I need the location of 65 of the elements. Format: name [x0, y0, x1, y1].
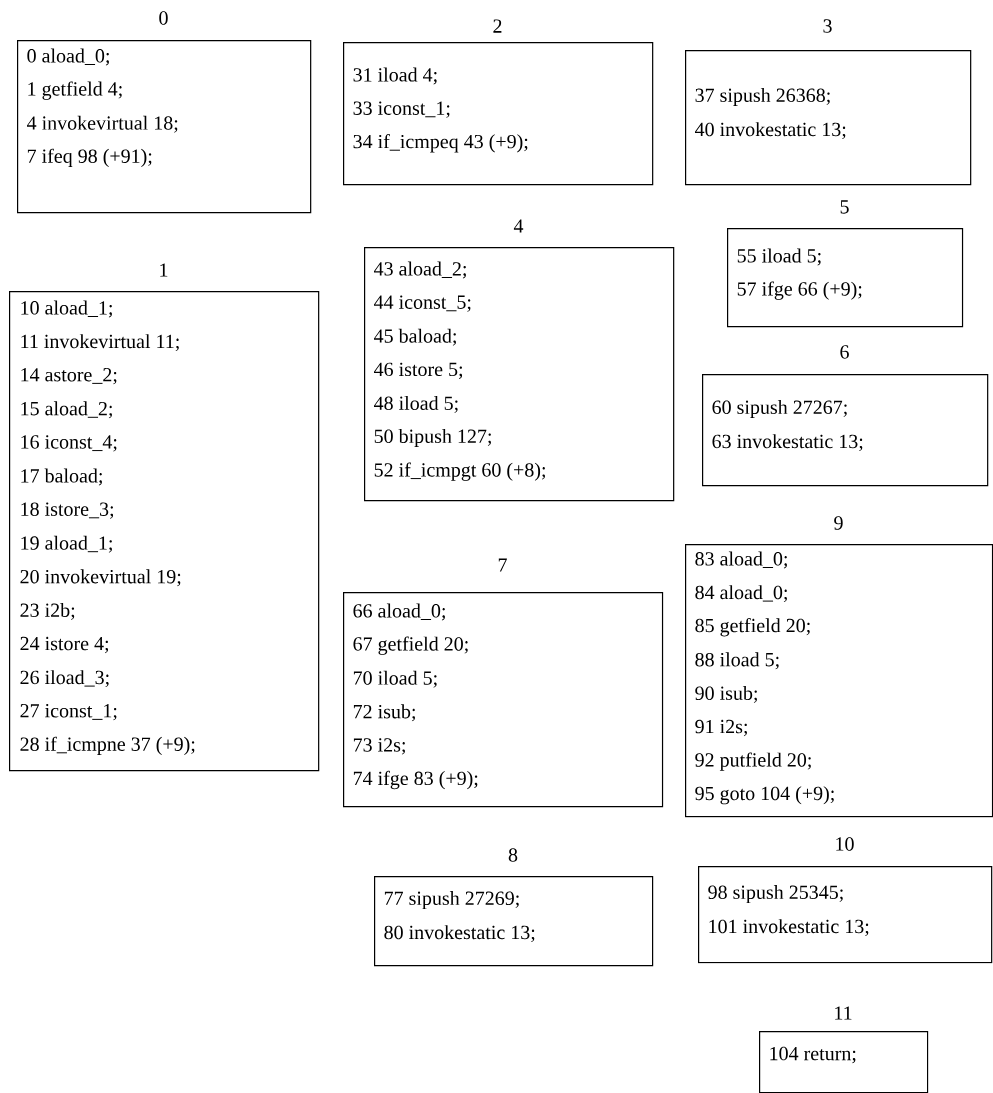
code-line: 24 istore 4;	[20, 636, 109, 654]
code-line: 16 iconst_4;	[21, 435, 117, 452]
code-line: 88 iload 5;	[695, 652, 779, 670]
code-line: 45 baload;	[374, 328, 456, 346]
code-line: 1 getfield 4;	[28, 81, 122, 100]
code-line: 77 sipush 27269;	[384, 890, 519, 910]
code-line: 44 iconst_5;	[374, 295, 471, 312]
code-line: 70 iload 5;	[353, 670, 437, 688]
block-number: 4	[513, 219, 524, 233]
code-line: 67 getfield 20;	[353, 636, 468, 655]
block-number: 9	[834, 516, 843, 530]
code-line: 33 iconst_1;	[353, 101, 450, 118]
block-number: 1	[160, 263, 168, 277]
code-line: 74 ifge 83 (+9);	[353, 770, 478, 790]
code-line: 14 astore_2;	[21, 368, 117, 385]
block-number: 7	[498, 558, 507, 572]
code-line: 60 sipush 27267;	[712, 399, 847, 419]
code-line: 92 putfield 20;	[695, 752, 811, 771]
code-line: 80 invokestatic 13;	[384, 925, 535, 943]
code-line: 34 if_icmpeq 43 (+9);	[353, 134, 528, 153]
block-number: 0	[159, 11, 168, 25]
code-line: 72 isub;	[353, 704, 415, 722]
code-line: 43 aload_2;	[374, 261, 466, 279]
block-number: 5	[840, 200, 849, 214]
code-line: 23 i2b;	[20, 602, 75, 620]
code-line: 50 bipush 127;	[374, 428, 491, 448]
code-line: 57 ifge 66 (+9);	[737, 281, 862, 300]
code-line: 63 invokestatic 13;	[712, 434, 863, 452]
code-line: 101 invokestatic 13;	[709, 919, 869, 937]
code-line: 15 aload_2;	[21, 401, 112, 419]
code-line: 37 sipush 26368;	[695, 87, 830, 107]
code-line: 27 iconst_1;	[20, 704, 117, 721]
code-line: 4 invokevirtual 18;	[27, 115, 178, 133]
block-number: 10	[836, 837, 854, 851]
code-line: 46 istore 5;	[374, 362, 463, 379]
code-line: 0 aload_0;	[27, 48, 109, 66]
block-number: 11	[835, 1006, 852, 1020]
code-line: 48 iload 5;	[374, 395, 458, 413]
code-line: 95 goto 104 (+9);	[695, 786, 834, 805]
code-line: 26 iload_3;	[20, 670, 109, 688]
code-line: 83 aload_0;	[695, 551, 787, 569]
code-line: 91 i2s;	[695, 719, 747, 737]
code-line: 66 aload_0;	[353, 603, 445, 621]
code-line: 31 iload 4;	[353, 67, 437, 85]
block-number: 6	[840, 345, 849, 359]
block-number: 3	[823, 19, 832, 33]
code-line: 98 sipush 25345;	[708, 884, 843, 904]
code-line: 11 invokevirtual 11;	[21, 334, 179, 352]
code-line: 104 return;	[770, 1046, 856, 1064]
code-line: 18 istore_3;	[21, 502, 114, 519]
code-line: 7 ifeq 98 (+91);	[27, 148, 152, 167]
code-line: 90 isub;	[695, 685, 757, 703]
code-line: 17 baload;	[21, 468, 102, 486]
code-line: 40 invokestatic 13;	[695, 122, 846, 140]
code-line: 10 aload_1;	[21, 300, 112, 318]
block-number: 8	[508, 848, 518, 862]
code-line: 20 invokevirtual 19;	[20, 569, 181, 587]
block-number: 2	[493, 19, 502, 33]
code-line: 73 i2s;	[353, 738, 405, 755]
code-line: 55 iload 5;	[737, 248, 821, 266]
code-line: 84 aload_0;	[695, 585, 787, 603]
code-line: 28 if_icmpne 37 (+9);	[20, 736, 195, 755]
code-line: 85 getfield 20;	[695, 618, 810, 637]
code-line: 52 if_icmpgt 60 (+8);	[374, 462, 545, 481]
code-line: 19 aload_1;	[21, 535, 112, 553]
